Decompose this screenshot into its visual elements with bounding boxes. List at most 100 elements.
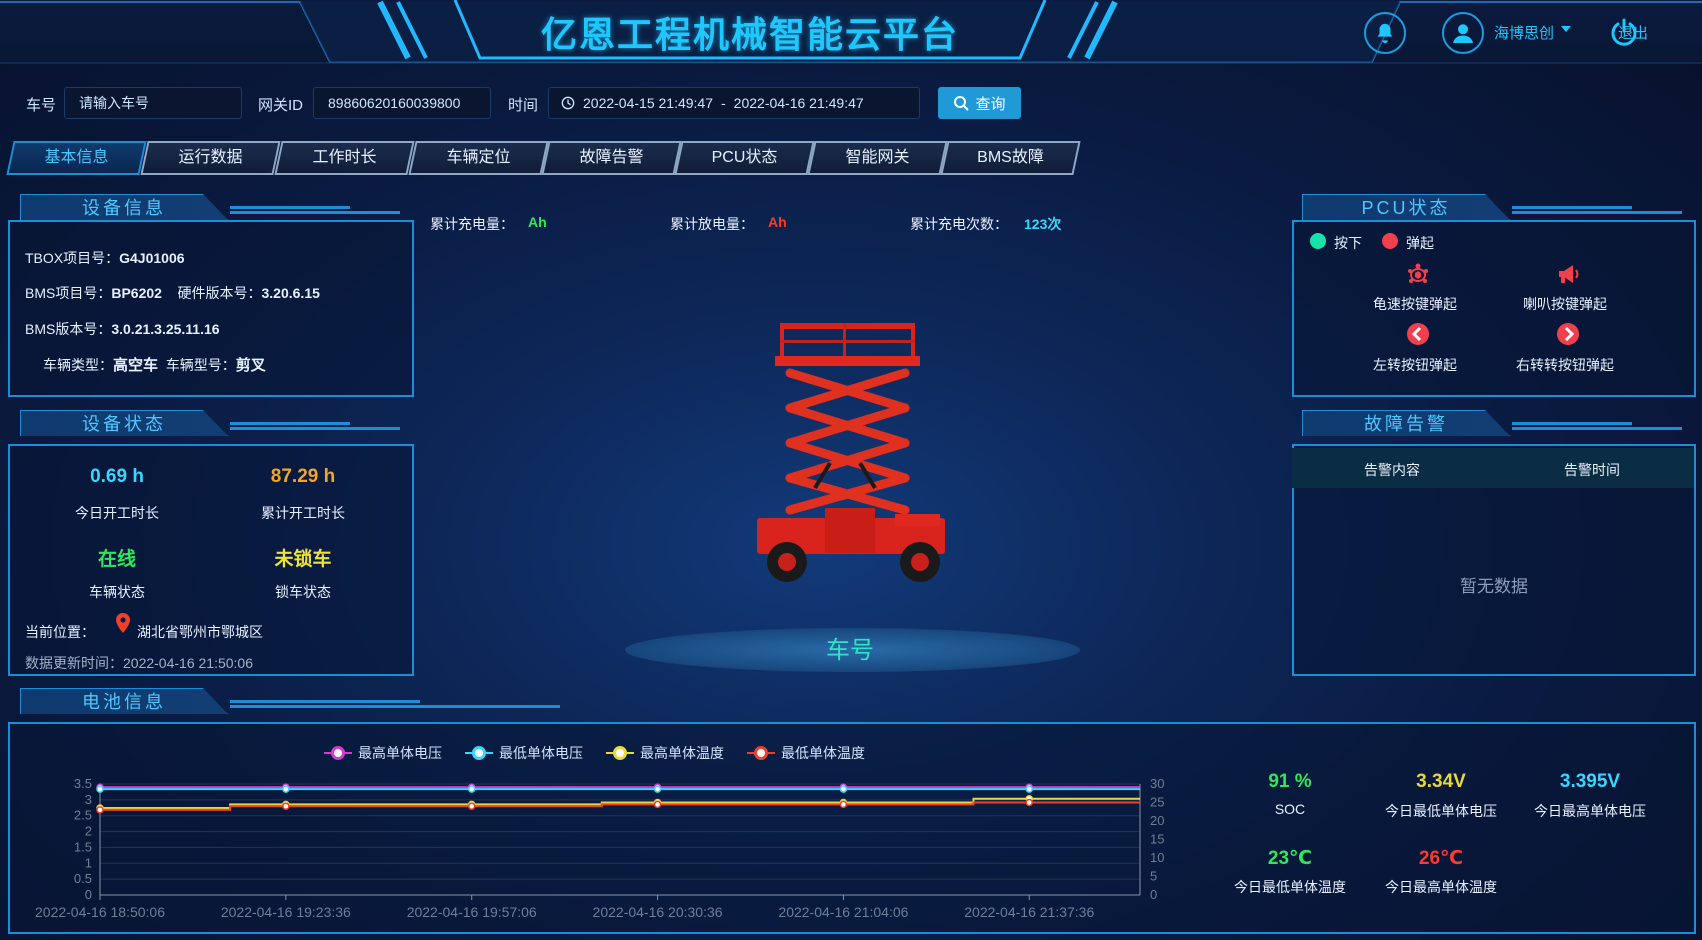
tab-work-hours[interactable]: 工作时长 xyxy=(274,141,415,175)
user-name[interactable]: 海博思创 xyxy=(1494,25,1555,42)
device-info-panel xyxy=(8,220,414,397)
time-range-picker[interactable]: 2022-04-15 21:49:47 - 2022-04-16 21:49:4… xyxy=(548,87,920,119)
x-tick-label: 2022-04-16 21:37:36 xyxy=(964,904,1094,920)
series-point xyxy=(96,785,104,793)
tab-label: 基本信息 xyxy=(44,149,109,166)
y-left-tick-label: 1 xyxy=(85,855,92,870)
released-legend-dot xyxy=(1382,233,1398,249)
legend-label: 最高单体温度 xyxy=(640,745,724,761)
y-left-tick-label: 1.5 xyxy=(74,839,92,854)
pcu-status-panel xyxy=(1292,220,1696,397)
battery-info-panel xyxy=(8,722,1696,934)
chevron-down-icon[interactable] xyxy=(1561,26,1571,32)
tab-bms-fault[interactable]: BMS故障 xyxy=(940,141,1081,175)
user-avatar-icon[interactable] xyxy=(1442,12,1484,54)
pcu-item-label: 龟速按键弹起 xyxy=(1373,296,1457,312)
tab-basic-info[interactable]: 基本信息 xyxy=(6,141,147,175)
y-left-tick-label: 3 xyxy=(85,792,92,807)
device-info-header: 设备信息 xyxy=(20,194,228,220)
series-point xyxy=(467,785,476,793)
vehicle-platform xyxy=(625,628,1080,672)
legend-marker xyxy=(465,745,493,761)
x-tick-label: 2022-04-16 19:57:06 xyxy=(407,904,537,920)
pcu-item-label: 左转按钮弹起 xyxy=(1373,357,1457,373)
tab-vehicle-location[interactable]: 车辆定位 xyxy=(408,141,549,175)
scissor-lift-image xyxy=(757,323,945,582)
y-left-tick-label: 0 xyxy=(85,887,92,902)
legend-label: 最低单体温度 xyxy=(781,745,865,761)
header-stripes xyxy=(1512,422,1692,436)
query-button[interactable]: 查询 xyxy=(938,87,1021,119)
y-right-tick-label: 5 xyxy=(1150,869,1157,884)
fault-alarm-header: 故障告警 xyxy=(1302,410,1510,436)
bms-row: BMS项目号：BP6202 硬件版本号：3.20.6.15 xyxy=(25,285,320,301)
today-hours-value: 0.69 h xyxy=(90,466,144,487)
tab-pcu-status[interactable]: PCU状态 xyxy=(674,141,815,175)
max-temp-value: 26℃ xyxy=(1418,848,1464,869)
location-pin-icon xyxy=(116,613,130,633)
legend-label: 最低单体电压 xyxy=(499,745,583,761)
left-arrow-icon xyxy=(1407,323,1429,345)
panel-title: 电池信息 xyxy=(82,692,166,712)
series-line xyxy=(100,801,1140,811)
x-tick-label: 2022-04-16 21:04:06 xyxy=(778,904,908,920)
bell-icon[interactable] xyxy=(1364,12,1406,54)
time-label: 时间 xyxy=(508,97,539,114)
header-stripes xyxy=(230,422,410,436)
y-right-tick-label: 25 xyxy=(1150,795,1164,810)
power-icon[interactable] xyxy=(1608,16,1640,48)
soc-label: SOC xyxy=(1274,801,1306,817)
tab-smart-gateway[interactable]: 智能网关 xyxy=(807,141,948,175)
fault-table-header: 告警内容 告警时间 xyxy=(1292,448,1694,488)
min-temp-label: 今日最低单体温度 xyxy=(1234,879,1346,895)
soc-value: 91 % xyxy=(1268,771,1312,792)
x-tick-label: 2022-04-16 20:30:36 xyxy=(593,904,723,920)
vehicle-input[interactable] xyxy=(64,87,242,119)
top-header: 亿恩工程机械智能云平台 海博思创 退出 xyxy=(0,0,1702,64)
right-arrow-icon xyxy=(1557,323,1579,345)
legend-min-voltage[interactable]: 最低单体电压 xyxy=(465,743,583,763)
time-end: 2022-04-16 21:49:47 xyxy=(733,95,864,111)
header-frame xyxy=(0,0,1702,64)
today-hours-label: 今日开工时长 xyxy=(75,505,159,521)
logout-link[interactable]: 退出 xyxy=(1618,25,1649,42)
header-stripes xyxy=(230,700,560,714)
series-point xyxy=(282,785,290,793)
legend-max-temp[interactable]: 最高单体温度 xyxy=(606,743,724,763)
time-separator: - xyxy=(721,95,726,111)
tab-label: PCU状态 xyxy=(711,149,778,166)
charge-label: 累计充电量： xyxy=(430,216,514,232)
series-point xyxy=(653,800,662,809)
series-point xyxy=(839,785,848,793)
vehicle-type-row: 车辆类型：高空车 车辆型号：剪叉 xyxy=(43,357,266,374)
gateway-label: 网关ID xyxy=(258,97,304,114)
panel-title: 设备信息 xyxy=(82,198,166,218)
y-right-tick-label: 30 xyxy=(1150,776,1164,791)
tab-fault-alarm[interactable]: 故障告警 xyxy=(541,141,682,175)
released-legend-label: 弹起 xyxy=(1406,235,1434,251)
lock-status-label: 锁车状态 xyxy=(275,584,331,600)
legend-marker xyxy=(324,745,352,761)
legend-marker xyxy=(747,745,775,761)
tab-running-data[interactable]: 运行数据 xyxy=(140,141,281,175)
pressed-legend-label: 按下 xyxy=(1334,235,1362,251)
series-point xyxy=(282,802,290,810)
time-start: 2022-04-15 21:49:47 xyxy=(583,95,713,111)
col-alarm-time: 告警时间 xyxy=(1564,462,1620,478)
tab-label: 智能网关 xyxy=(845,149,910,166)
pcu-item-label: 右转转按钮弹起 xyxy=(1516,357,1614,373)
gateway-input[interactable] xyxy=(313,87,491,119)
total-hours-label: 累计开工时长 xyxy=(261,505,345,521)
discharge-value: Ah xyxy=(768,214,787,230)
legend-min-temp[interactable]: 最低单体温度 xyxy=(747,743,865,763)
battery-info-header: 电池信息 xyxy=(20,688,228,714)
header-stripes xyxy=(230,206,410,220)
y-left-tick-label: 3.5 xyxy=(74,776,92,791)
pcu-item-label: 喇叭按键弹起 xyxy=(1523,296,1607,312)
turtle-icon xyxy=(1408,263,1428,283)
device-status-header: 设备状态 xyxy=(20,410,228,436)
x-tick-label: 2022-04-16 19:23:36 xyxy=(221,904,351,920)
legend-max-voltage[interactable]: 最高单体电压 xyxy=(324,743,442,763)
charge-count-value: 123次 xyxy=(1024,216,1062,232)
tab-label: 运行数据 xyxy=(178,149,243,166)
